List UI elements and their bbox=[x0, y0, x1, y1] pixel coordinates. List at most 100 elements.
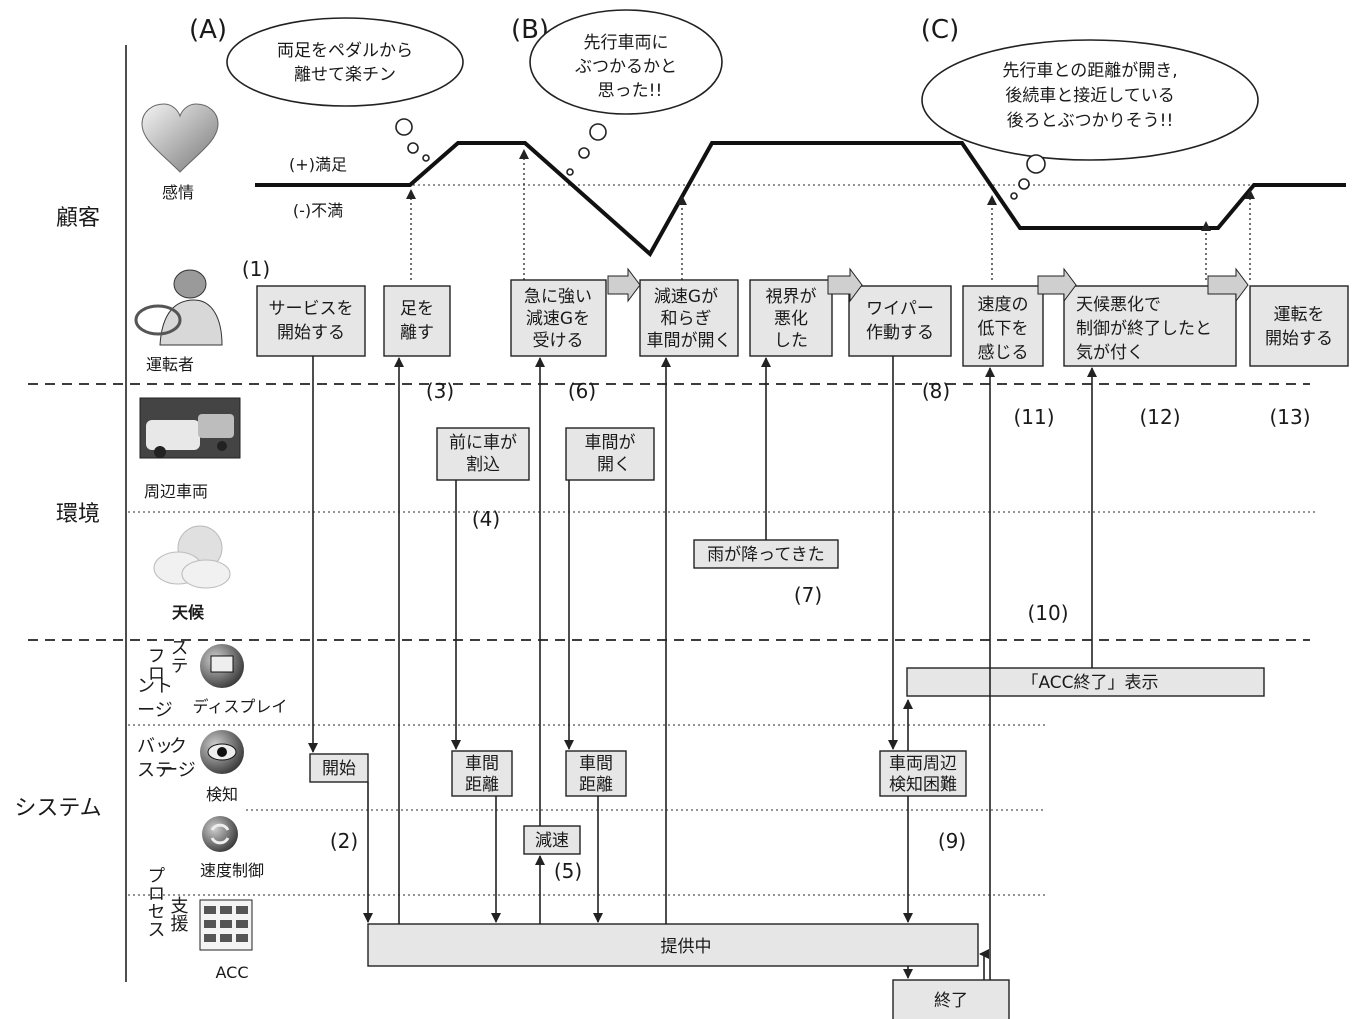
driver-icon bbox=[134, 269, 223, 346]
step-4: (4) bbox=[472, 507, 500, 531]
emotion-curve bbox=[255, 141, 1346, 258]
block-arrow-3 bbox=[1037, 267, 1077, 303]
svg-text:開始: 開始 bbox=[322, 759, 356, 779]
front-stage-label-4: ージ bbox=[137, 700, 173, 721]
svg-text:車間が: 車間が bbox=[585, 433, 636, 453]
step-13: (13) bbox=[1269, 405, 1310, 429]
svg-text:サービスを: サービスを bbox=[269, 299, 354, 319]
box-wiper: ワイパー 作動する bbox=[848, 285, 952, 357]
svg-text:車間が開く: 車間が開く bbox=[647, 331, 732, 351]
phase-label-a: (A) bbox=[189, 15, 227, 45]
row-label-emotion: 感情 bbox=[162, 183, 194, 202]
svg-text:提供中: 提供中 bbox=[661, 937, 712, 957]
back-stage-label-4: ージ bbox=[160, 760, 196, 781]
back-stage-label-2: ステ bbox=[137, 760, 173, 781]
row-label-driver: 運転者 bbox=[146, 355, 194, 374]
lane-label-system: システム bbox=[14, 796, 101, 821]
box-start-driving: 運転を 開始する bbox=[1249, 285, 1349, 367]
satisfied-label: (+)満足 bbox=[289, 155, 347, 174]
row-label-surrounding: 周辺車両 bbox=[144, 482, 208, 501]
step-5: (5) bbox=[554, 859, 582, 883]
unsatisfied-label: (-)不満 bbox=[293, 201, 343, 220]
thought-a-line-2: 離せて楽チン bbox=[294, 65, 396, 85]
speed-control-icon bbox=[202, 816, 238, 852]
svg-text:和らぎ: 和らぎ bbox=[661, 309, 712, 329]
box-rain: 雨が降ってきた bbox=[693, 539, 839, 569]
svg-text:天候悪化で: 天候悪化で bbox=[1076, 295, 1161, 315]
step-6: (6) bbox=[568, 379, 596, 403]
step-1: (1) bbox=[242, 257, 270, 281]
thought-cloud-a: 両足をペダルから 離せて楽チン bbox=[226, 17, 464, 162]
svg-text:制御が終了したと: 制御が終了したと bbox=[1076, 319, 1212, 339]
svg-text:雨が降ってきた: 雨が降ってきた bbox=[707, 545, 825, 565]
acc-icon bbox=[199, 899, 253, 951]
svg-text:ワイパー: ワイパー bbox=[866, 299, 934, 319]
box-release-feet: 足を 離す bbox=[383, 285, 451, 357]
row-label-detection: 検知 bbox=[206, 785, 238, 804]
svg-text:悪化: 悪化 bbox=[774, 309, 808, 329]
step-12: (12) bbox=[1139, 405, 1180, 429]
lane-label-environment: 環境 bbox=[56, 502, 100, 527]
svg-text:減速: 減速 bbox=[535, 831, 569, 851]
svg-text:急に強い: 急に強い bbox=[524, 287, 592, 307]
box-strong-decel: 急に強い 減速Gを 受ける bbox=[510, 279, 607, 357]
box-detect-difficult: 車両周辺 検知困難 bbox=[879, 750, 967, 797]
box-start: 開始 bbox=[309, 753, 369, 783]
front-stage-label-3: ント bbox=[137, 676, 173, 697]
svg-text:距離: 距離 bbox=[579, 775, 613, 795]
box-control-ended: 天候悪化で 制御が終了したと 気が付く bbox=[1063, 285, 1237, 367]
heart-icon bbox=[141, 103, 219, 173]
thought-b-line-2: ぶつかるかと bbox=[575, 57, 677, 77]
lane-label-customer: 顧客 bbox=[56, 206, 100, 231]
svg-text:視界が: 視界が bbox=[766, 287, 817, 307]
row-label-weather: 天候 bbox=[172, 603, 205, 622]
box-speed-drop: 速度の 低下を 感じる bbox=[962, 285, 1044, 367]
svg-text:車両周辺: 車両周辺 bbox=[889, 754, 957, 774]
block-arrow-4 bbox=[1207, 267, 1249, 303]
row-label-speed-control: 速度制御 bbox=[200, 861, 264, 880]
support-label-2: プロセス bbox=[145, 866, 166, 938]
thought-cloud-c: 先行車との距離が開き, 後続車と接近している 後ろとぶつかりそう!! bbox=[921, 39, 1259, 200]
flow-arrows bbox=[308, 356, 1097, 980]
back-stage-label-3: ク bbox=[169, 736, 187, 757]
svg-text:感じる: 感じる bbox=[978, 343, 1029, 363]
svg-text:距離: 距離 bbox=[465, 775, 499, 795]
svg-text:車間: 車間 bbox=[465, 754, 499, 774]
svg-text:足を: 足を bbox=[400, 299, 434, 319]
box-decel-eases: 減速Gが 和らぎ 車間が開く bbox=[639, 279, 739, 357]
svg-text:減速Gが: 減速Gが bbox=[654, 287, 718, 307]
thought-b-line-3: 思った!! bbox=[598, 81, 663, 101]
box-distance-1: 車間 距離 bbox=[451, 750, 513, 797]
back-stage-label-1: バッ bbox=[137, 736, 173, 757]
display-icon bbox=[200, 644, 244, 688]
box-end: 終了 bbox=[892, 979, 1010, 1019]
svg-text:低下を: 低下を bbox=[978, 319, 1029, 339]
block-arrow-1 bbox=[607, 267, 641, 303]
step-11: (11) bbox=[1013, 405, 1054, 429]
thought-a-line-1: 両足をペダルから bbox=[277, 41, 413, 61]
box-acc-end-display: 「ACC終了」表示 bbox=[906, 667, 1265, 697]
svg-text:開始する: 開始する bbox=[277, 323, 345, 343]
front-stage-label-1: フロ bbox=[145, 646, 166, 682]
thought-b-line-1: 先行車両に bbox=[584, 33, 669, 53]
box-gap-opens: 車間が 開く bbox=[565, 427, 655, 481]
box-distance-2: 車間 距離 bbox=[565, 750, 627, 797]
block-arrow-2 bbox=[827, 267, 863, 303]
svg-text:検知困難: 検知困難 bbox=[889, 775, 957, 795]
svg-text:受ける: 受ける bbox=[533, 331, 584, 351]
front-stage-label-2: ステ bbox=[168, 638, 189, 674]
box-cut-in: 前に車が 割込 bbox=[436, 427, 530, 481]
support-label-1: 支援 bbox=[168, 896, 189, 933]
svg-text:開始する: 開始する bbox=[1265, 329, 1333, 349]
step-9: (9) bbox=[938, 829, 966, 853]
svg-text:離す: 離す bbox=[400, 323, 434, 343]
svg-text:した: した bbox=[774, 331, 808, 351]
step-10: (10) bbox=[1027, 601, 1068, 625]
svg-text:気が付く: 気が付く bbox=[1076, 343, 1144, 363]
thought-cloud-b: 先行車両に ぶつかるかと 思った!! bbox=[529, 9, 723, 176]
svg-text:作動する: 作動する bbox=[866, 323, 934, 343]
thought-c-line-3: 後ろとぶつかりそう!! bbox=[1007, 111, 1174, 131]
row-label-acc: ACC bbox=[215, 963, 248, 982]
step-3: (3) bbox=[426, 379, 454, 403]
